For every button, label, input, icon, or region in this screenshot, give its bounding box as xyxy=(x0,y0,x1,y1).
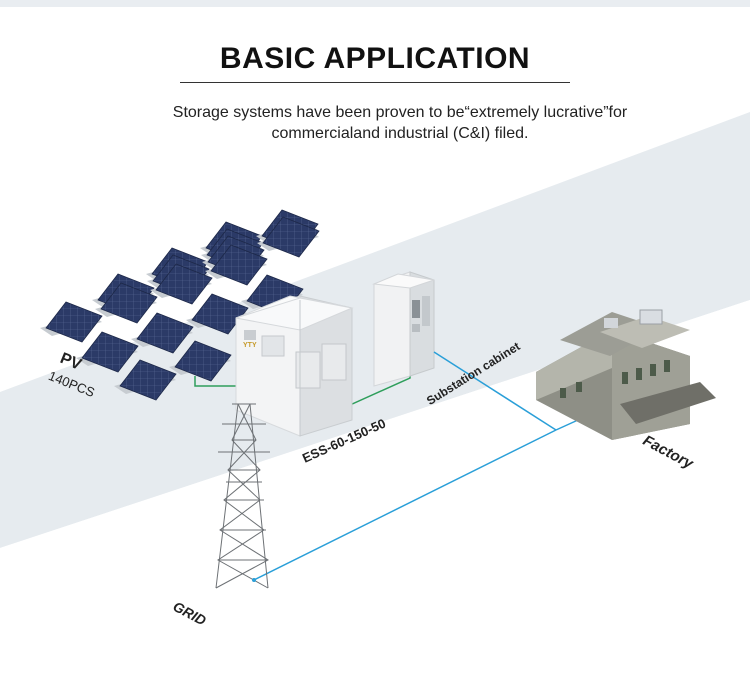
subtitle-line-2: commercialand industrial (C&I) filed. xyxy=(271,125,529,142)
subtitle-line-1: Storage systems have been proven to be“e… xyxy=(172,104,628,121)
pv-panel xyxy=(100,282,158,324)
pv-panel xyxy=(174,340,232,382)
transmission-tower xyxy=(215,403,270,589)
title-underline xyxy=(180,82,570,83)
pv-panel xyxy=(136,312,194,354)
grid-connection-dot xyxy=(252,578,256,582)
pv-panel xyxy=(262,216,320,258)
subtitle: Storage systems have been proven to be“e… xyxy=(90,102,710,144)
factory-building xyxy=(536,309,716,440)
pv-panel xyxy=(81,331,139,373)
substation-cabinet xyxy=(372,271,435,387)
pv-panel xyxy=(210,244,268,286)
cabinet-logo: YTY xyxy=(243,342,257,349)
top-strip xyxy=(0,0,750,7)
pv-panel xyxy=(191,293,249,335)
pv-panel xyxy=(119,359,177,401)
ess-cabinet xyxy=(235,295,354,437)
pv-panel xyxy=(155,263,213,305)
pv-array xyxy=(40,209,320,401)
page-title: BASIC APPLICATION xyxy=(219,42,531,75)
pv-panel xyxy=(45,301,103,343)
